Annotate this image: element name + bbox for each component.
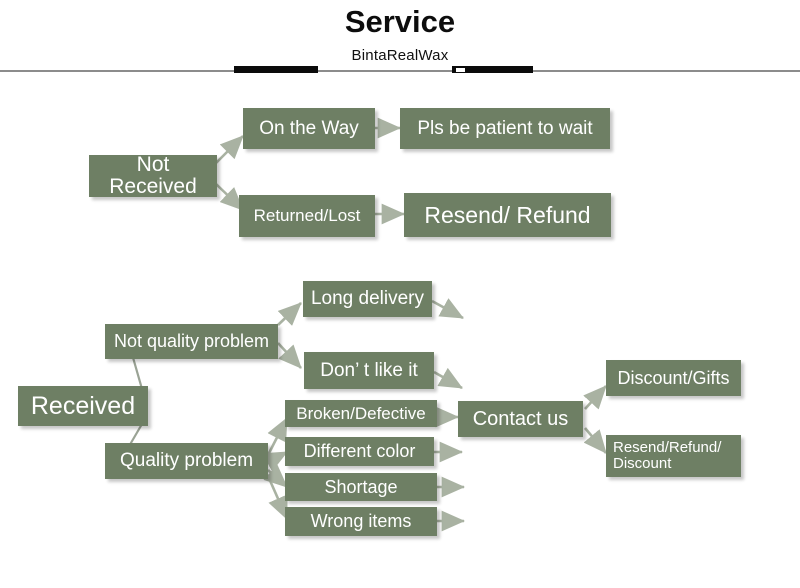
node-label: Not Received bbox=[109, 152, 197, 198]
arrow-quality-shortage bbox=[263, 464, 288, 488]
node-discount-gifts[interactable]: Discount/Gifts bbox=[606, 360, 741, 396]
node-broken-defective[interactable]: Broken/Defective bbox=[285, 400, 437, 427]
node-not-quality-problem[interactable]: Not quality problem bbox=[105, 324, 278, 359]
node-label: Contact us bbox=[472, 407, 569, 430]
node-long-delivery[interactable]: Long delivery bbox=[303, 281, 432, 317]
node-label: Don’ t like it bbox=[320, 359, 418, 381]
node-label: Returned/Lost bbox=[253, 206, 361, 226]
node-different-color[interactable]: Different color bbox=[285, 437, 434, 466]
arrow-quality-color bbox=[262, 450, 288, 472]
header-divider-line bbox=[0, 70, 800, 72]
arrow-dontlike-contact bbox=[433, 367, 463, 390]
node-pls-be-patient[interactable]: Pls be patient to wait bbox=[400, 108, 610, 149]
node-label: Quality problem bbox=[119, 450, 254, 472]
node-label: Pls be patient to wait bbox=[417, 117, 593, 139]
node-label: Broken/Defective bbox=[296, 403, 426, 423]
header-accent-bar-notch bbox=[456, 68, 465, 72]
header-accent-bar-right bbox=[452, 66, 533, 73]
node-label: Discount/Gifts bbox=[617, 367, 730, 388]
node-received[interactable]: Received bbox=[18, 386, 148, 426]
arrow-notreceived-returnedlost bbox=[215, 183, 244, 211]
arrow-longdelivery-contact bbox=[431, 298, 464, 320]
arrow-notquality-longdelivery bbox=[277, 302, 302, 326]
arrow-notquality-dontlike bbox=[277, 342, 302, 369]
arrow-quality-broken bbox=[266, 417, 289, 456]
node-label: Wrong items bbox=[310, 511, 412, 532]
node-label: Shortage bbox=[324, 476, 398, 497]
node-label: Not quality problem bbox=[113, 331, 270, 352]
node-quality-problem[interactable]: Quality problem bbox=[105, 443, 268, 479]
node-label-line1: Resend/Refund/ bbox=[613, 439, 722, 457]
header-accent-bar-left bbox=[234, 66, 318, 73]
node-label-line2: Discount bbox=[613, 455, 672, 472]
node-resend-refund-discount[interactable]: Resend/Refund/ Discount bbox=[606, 435, 741, 477]
node-dont-like-it[interactable]: Don’ t like it bbox=[304, 352, 434, 389]
node-contact-us[interactable]: Contact us bbox=[458, 401, 583, 437]
arrow-contact-resendrefund bbox=[583, 427, 607, 454]
node-label: On the Way bbox=[259, 117, 359, 139]
arrow-quality-wrongitems bbox=[266, 475, 289, 520]
node-returned-lost[interactable]: Returned/Lost bbox=[239, 195, 375, 237]
brand-name-text: BintaRealWax bbox=[341, 47, 459, 64]
node-label: Different color bbox=[303, 441, 416, 462]
node-on-the-way[interactable]: On the Way bbox=[243, 108, 375, 149]
page-title: Service bbox=[344, 4, 456, 39]
node-label: Received bbox=[30, 391, 136, 420]
arrow-notreceived-ontheway bbox=[215, 135, 244, 164]
node-not-received[interactable]: Not Received bbox=[89, 152, 217, 198]
node-label: Resend/ Refund bbox=[424, 201, 591, 228]
node-resend-refund[interactable]: Resend/ Refund bbox=[404, 193, 611, 237]
node-shortage[interactable]: Shortage bbox=[285, 473, 437, 501]
brand-name: BintaRealWax bbox=[0, 47, 800, 64]
node-wrong-items[interactable]: Wrong items bbox=[285, 507, 437, 536]
arrow-contact-discountgifts bbox=[583, 385, 607, 410]
node-label: Long delivery bbox=[310, 288, 425, 310]
